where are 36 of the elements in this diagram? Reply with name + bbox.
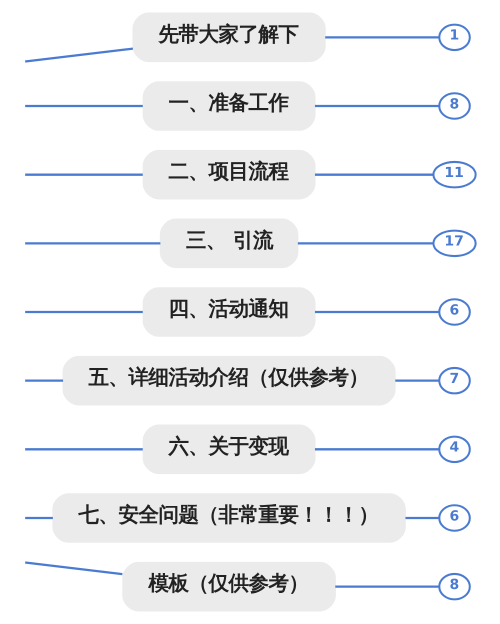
node-box: 先带大家了解下 bbox=[132, 12, 326, 62]
node-ellipse: 1 bbox=[438, 24, 471, 52]
connector bbox=[405, 516, 440, 520]
node-box: 五、详细活动介绍（仅供参考） bbox=[62, 356, 396, 406]
connector bbox=[25, 561, 122, 576]
node-box: 二、项目流程 bbox=[142, 150, 316, 200]
connector bbox=[314, 310, 439, 314]
connector bbox=[314, 174, 433, 176]
node-ellipse: 8 bbox=[438, 92, 471, 120]
node-box: 三、 引流 bbox=[160, 218, 298, 268]
connector bbox=[25, 174, 143, 176]
connector bbox=[25, 242, 160, 244]
node-box: 四、活动通知 bbox=[142, 287, 316, 337]
connector bbox=[25, 448, 143, 450]
node-ellipse: 17 bbox=[432, 230, 477, 258]
node-ellipse: 6 bbox=[438, 504, 471, 532]
connector bbox=[25, 310, 143, 314]
node-ellipse: 7 bbox=[438, 366, 471, 394]
connector bbox=[314, 448, 439, 450]
connector bbox=[335, 586, 439, 588]
node-ellipse: 11 bbox=[432, 160, 477, 188]
connector bbox=[395, 380, 440, 382]
connector bbox=[298, 242, 433, 244]
node-ellipse: 8 bbox=[438, 572, 471, 600]
node-box: 七、安全问题（非常重要！！！） bbox=[52, 493, 406, 543]
connector bbox=[314, 104, 439, 108]
connector bbox=[25, 516, 53, 520]
connector bbox=[25, 104, 143, 108]
connector bbox=[325, 36, 439, 38]
node-box: 模板（仅供参考） bbox=[122, 562, 336, 612]
connector bbox=[25, 380, 64, 382]
node-box: 六、关于变现 bbox=[142, 424, 316, 474]
connector bbox=[25, 48, 134, 63]
node-ellipse: 6 bbox=[438, 298, 471, 326]
node-ellipse: 4 bbox=[438, 436, 471, 464]
node-box: 一、准备工作 bbox=[142, 81, 316, 131]
